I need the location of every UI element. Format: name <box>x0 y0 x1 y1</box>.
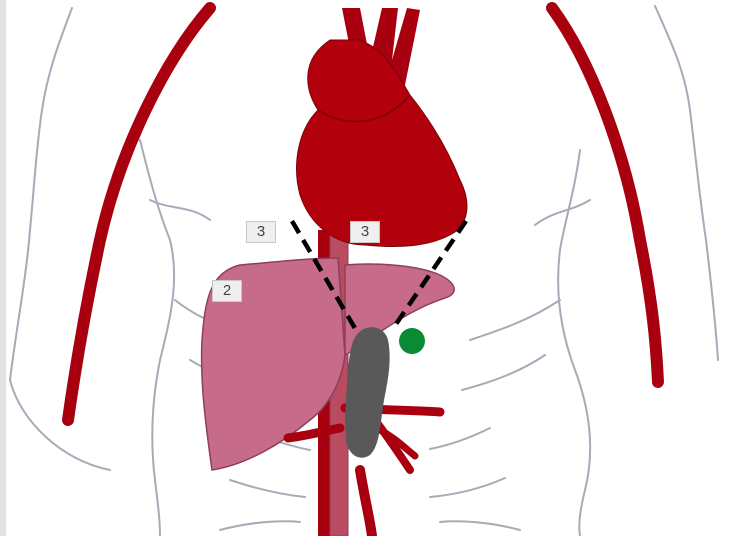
right-shoulder-outline <box>655 6 718 360</box>
gray-organ <box>345 327 389 457</box>
rib-right-2 <box>462 355 545 390</box>
green-dot-icon[interactable] <box>399 328 425 354</box>
heart <box>297 8 467 247</box>
heart-body <box>297 40 467 247</box>
left-torso-outline <box>140 140 174 536</box>
left-arm-outline <box>10 380 110 470</box>
region-label-3-left[interactable]: 3 <box>246 221 276 243</box>
pelvis-line-left <box>220 521 300 530</box>
right-arm-artery <box>552 8 658 382</box>
rib-right-1 <box>470 300 560 340</box>
pelvis-line-right <box>440 521 520 530</box>
region-label-2[interactable]: 2 <box>212 280 242 302</box>
lower-aorta-branch <box>360 470 372 536</box>
chest-line-right <box>535 200 590 225</box>
abdomen-line-center-right <box>430 428 490 449</box>
region-label-3-right[interactable]: 3 <box>350 221 380 243</box>
left-shoulder-outline <box>10 8 72 380</box>
abdomen-line-right <box>430 478 505 497</box>
left-arm-artery <box>68 8 210 420</box>
abdomen-line-left <box>230 480 305 497</box>
